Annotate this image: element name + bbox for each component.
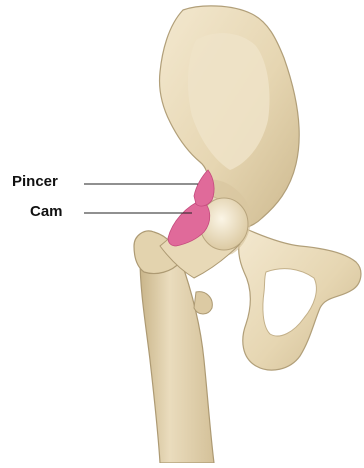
lesser-trochanter	[194, 292, 212, 314]
pincer-lesion	[194, 170, 214, 206]
pincer-label: Pincer	[12, 173, 58, 191]
cam-label: Cam	[30, 203, 63, 221]
femur-shaft	[140, 252, 214, 463]
